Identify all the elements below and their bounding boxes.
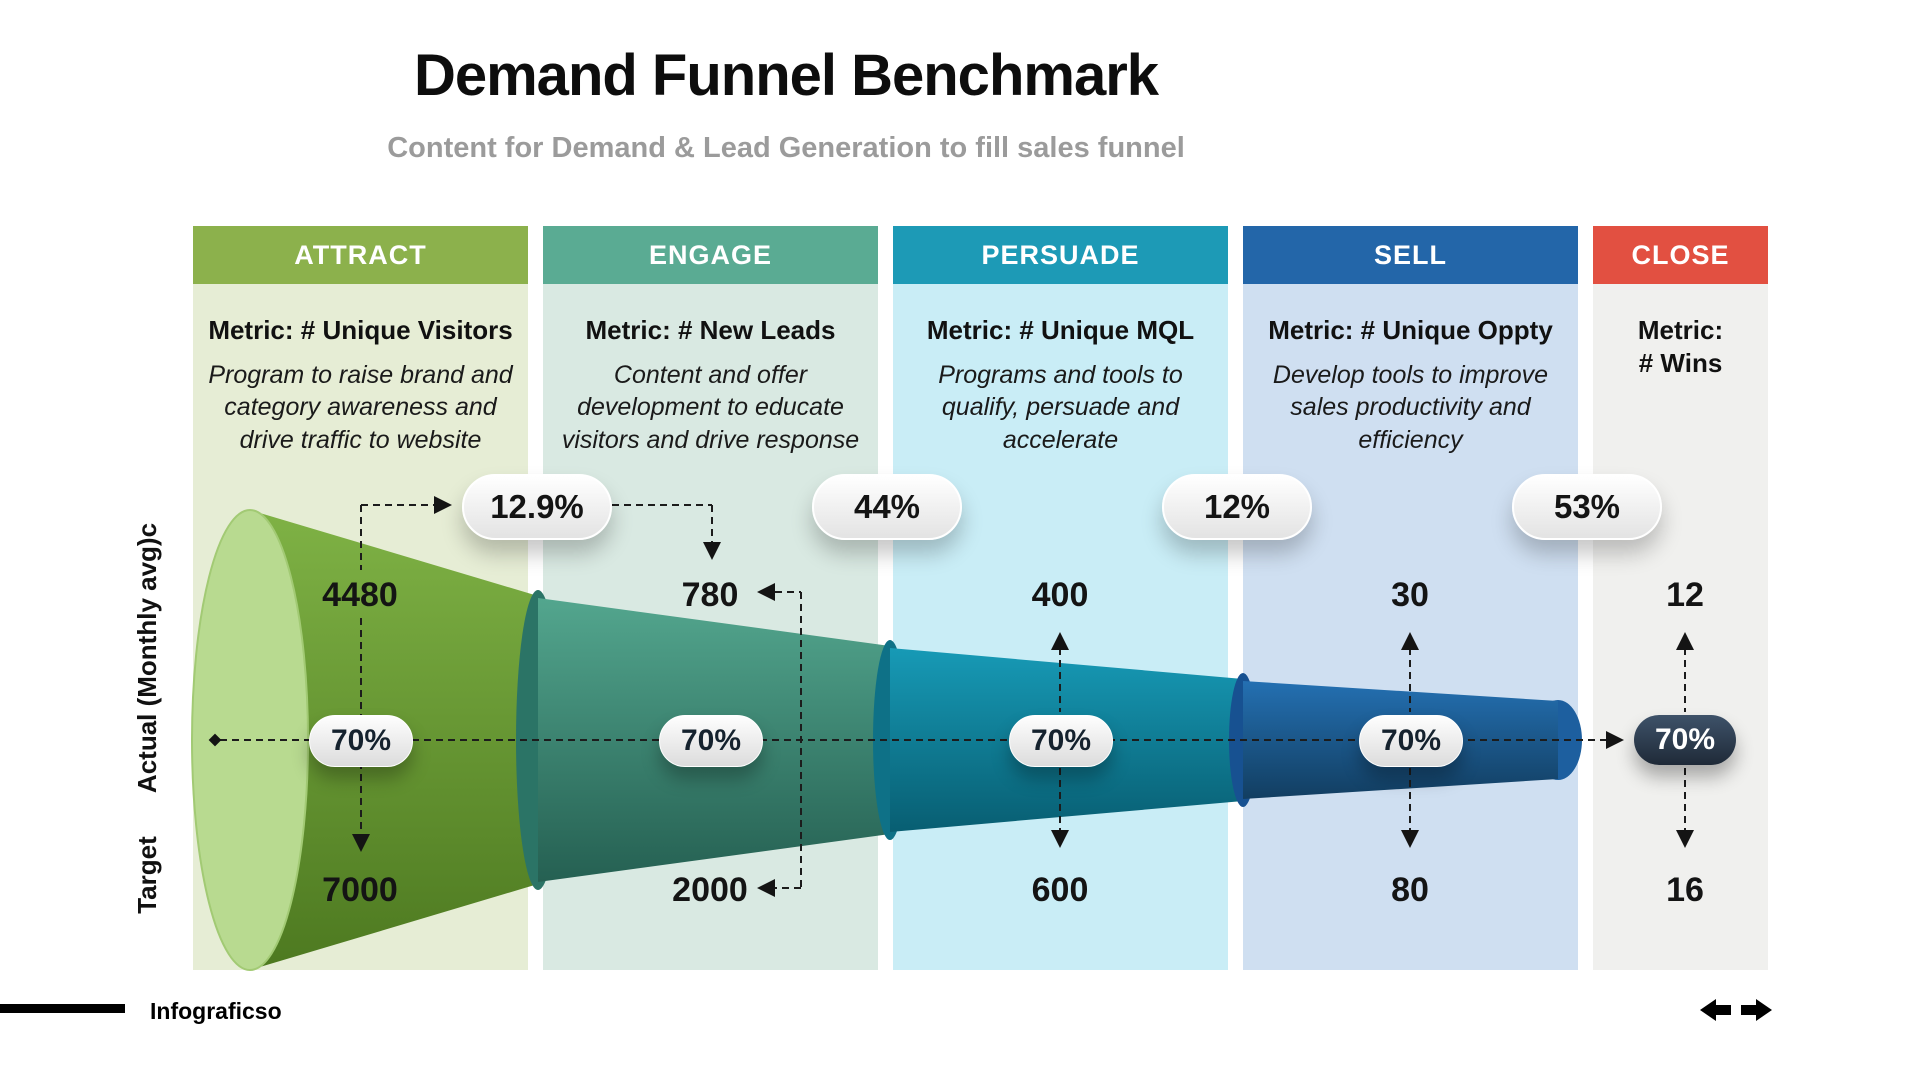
- stage-column-close: CLOSE Metric: # Wins: [1593, 226, 1768, 970]
- arrow-down-to-target1-icon: [352, 834, 370, 852]
- stage-metric-attract: Metric: # Unique Visitors: [208, 315, 513, 345]
- page-title: Demand Funnel Benchmark: [413, 43, 1159, 108]
- target-axis-label: Target: [131, 836, 162, 914]
- stage-header-sell: SELL: [1243, 226, 1578, 284]
- arrow-right-to-close-rate-icon: [1606, 731, 1624, 749]
- rate-badge-attract: 70%: [309, 715, 413, 767]
- brand-name: Infograficso: [150, 998, 282, 1024]
- arrow-down-to-actual2-icon: [703, 542, 721, 560]
- next-arrow-icon[interactable]: [1741, 999, 1772, 1021]
- arrow-left-to-actual2-icon: [757, 583, 775, 601]
- rate-badge-sell: 70%: [1359, 715, 1463, 767]
- conversion-badge-attract-engage: 12.9%: [462, 474, 612, 540]
- arrow-up-sell-icon: [1401, 632, 1419, 650]
- flow-arrowheads: [208, 496, 1694, 897]
- stage-header-close: CLOSE: [1593, 226, 1768, 284]
- stage-column-sell: SELL Metric: # Unique Oppty Develop tool…: [1243, 226, 1578, 970]
- stage-description-persuade: Programs and tools to qualify, persuade …: [938, 360, 1183, 454]
- target-value-persuade: 600: [1031, 871, 1089, 909]
- stage-header-attract: ATTRACT: [193, 226, 528, 284]
- stage-column-persuade: PERSUADE Metric: # Unique MQL Programs a…: [893, 226, 1228, 970]
- target-value-engage: 2000: [672, 871, 748, 909]
- conversion-badge-engage-persuade: 44%: [812, 474, 962, 540]
- brand-bar: [0, 1004, 125, 1013]
- rate-badge-persuade: 70%: [1009, 715, 1113, 767]
- stage-header-engage: ENGAGE: [543, 226, 878, 284]
- target-value-close: 16: [1666, 871, 1704, 909]
- stage-description-engage: Content and offer development to educate…: [561, 360, 860, 454]
- stage-description-attract: Program to raise brand and category awar…: [208, 360, 513, 454]
- page-subtitle: Content for Demand & Lead Generation to …: [387, 132, 1185, 164]
- arrow-right-to-conv1-icon: [434, 496, 452, 514]
- stage-metric-sell: Metric: # Unique Oppty: [1268, 315, 1553, 345]
- actual-value-attract: 4480: [322, 576, 398, 614]
- stage-metric-close: Metric: # Wins: [1637, 315, 1724, 378]
- stage-metric-engage: Metric: # New Leads: [585, 315, 836, 345]
- stage-description-sell: Develop tools to improve sales productiv…: [1272, 360, 1549, 454]
- stage-body-persuade: Metric: # Unique MQL Programs and tools …: [893, 284, 1228, 970]
- stage-body-close: Metric: # Wins: [1593, 284, 1768, 970]
- stage-header-persuade: PERSUADE: [893, 226, 1228, 284]
- arrow-down-sell-icon: [1401, 830, 1419, 848]
- arrow-left-to-target2-icon: [757, 879, 775, 897]
- arrow-up-persuade-icon: [1051, 632, 1069, 650]
- arrow-down-close-icon: [1676, 830, 1694, 848]
- rate-badge-close: 70%: [1634, 715, 1736, 765]
- conversion-badge-persuade-sell: 12%: [1162, 474, 1312, 540]
- target-value-sell: 80: [1391, 871, 1429, 909]
- prev-arrow-icon[interactable]: [1700, 999, 1731, 1021]
- arrow-up-close-icon: [1676, 632, 1694, 650]
- actual-value-engage: 780: [681, 576, 739, 614]
- slide-nav: [1700, 999, 1772, 1021]
- actual-value-close: 12: [1666, 576, 1704, 614]
- stage-metric-persuade: Metric: # Unique MQL: [926, 315, 1195, 345]
- stage-body-sell: Metric: # Unique Oppty Develop tools to …: [1243, 284, 1578, 970]
- rate-badge-engage: 70%: [659, 715, 763, 767]
- conversion-badge-sell-close: 53%: [1512, 474, 1662, 540]
- actual-value-persuade: 400: [1031, 576, 1089, 614]
- target-value-attract: 7000: [322, 871, 398, 909]
- arrow-down-persuade-icon: [1051, 830, 1069, 848]
- actual-value-sell: 30: [1391, 576, 1429, 614]
